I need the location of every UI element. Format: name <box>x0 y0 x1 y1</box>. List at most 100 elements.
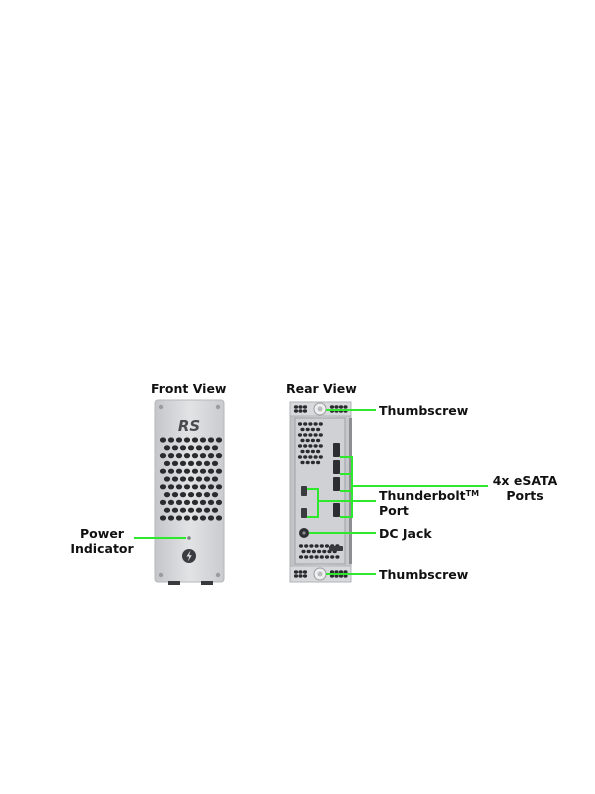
vent-hole <box>164 445 170 450</box>
vent-hole <box>164 492 170 497</box>
vent-hole <box>335 555 339 558</box>
vent-hole <box>319 422 323 425</box>
vent-hole <box>176 484 182 489</box>
vent-hole <box>314 433 318 436</box>
vent-hole <box>306 450 310 453</box>
vent-hole <box>196 445 202 450</box>
vent-hole <box>176 453 182 458</box>
vent-hole <box>216 453 222 458</box>
vent-hole <box>299 544 303 547</box>
vent-hole <box>192 437 198 442</box>
vent-hole <box>172 461 178 466</box>
vent-hole <box>160 484 166 489</box>
thumbscrew-top <box>314 403 326 415</box>
vent-hole <box>334 405 338 408</box>
vent-hole <box>188 445 194 450</box>
vent-hole <box>196 492 202 497</box>
vent-hole <box>306 428 310 431</box>
vent-hole <box>216 437 222 442</box>
vent-hole <box>308 444 312 447</box>
vent-hole <box>172 508 178 513</box>
vent-hole <box>192 484 198 489</box>
thunderbolt-port-1 <box>301 486 307 496</box>
vent-hole <box>308 422 312 425</box>
vent-hole <box>200 484 206 489</box>
vent-hole <box>160 515 166 520</box>
vent-hole <box>300 450 304 453</box>
thunderbolt-port-2 <box>301 508 307 518</box>
vent-hole <box>316 450 320 453</box>
esata-port-2 <box>333 460 340 474</box>
vent-hole <box>216 484 222 489</box>
vent-hole <box>298 444 302 447</box>
vent-hole <box>314 444 318 447</box>
vent-hole <box>188 461 194 466</box>
vent-hole <box>303 433 307 436</box>
vent-hole <box>300 439 304 442</box>
thumbscrew-bottom <box>314 568 326 580</box>
vent-hole <box>301 550 305 553</box>
vent-hole <box>160 469 166 474</box>
vent-hole <box>298 422 302 425</box>
vent-hole <box>200 437 206 442</box>
vent-hole <box>330 555 334 558</box>
vent-hole <box>204 445 210 450</box>
vent-hole <box>339 405 343 408</box>
vent-hole <box>308 433 312 436</box>
vent-hole <box>176 500 182 505</box>
vent-hole <box>192 515 198 520</box>
vent-hole <box>176 515 182 520</box>
vent-hole <box>212 445 218 450</box>
front-screw-br <box>216 573 220 577</box>
vent-hole <box>168 453 174 458</box>
vent-hole <box>204 461 210 466</box>
vent-hole <box>164 461 170 466</box>
vent-hole <box>303 570 307 573</box>
vent-hole <box>330 405 334 408</box>
vent-hole <box>316 439 320 442</box>
vent-hole <box>300 428 304 431</box>
vent-hole <box>216 515 222 520</box>
vent-hole <box>180 445 186 450</box>
vent-hole <box>304 544 308 547</box>
vent-hole <box>319 455 323 458</box>
vent-hole <box>322 550 326 553</box>
vent-hole <box>168 515 174 520</box>
vent-hole <box>208 515 214 520</box>
vent-hole <box>192 469 198 474</box>
front-foot-left <box>168 581 180 585</box>
vent-hole <box>314 422 318 425</box>
esata-port-3 <box>333 477 340 491</box>
vent-hole <box>208 469 214 474</box>
vent-hole <box>303 574 307 577</box>
vent-hole <box>168 484 174 489</box>
front-screw-bl <box>159 573 163 577</box>
vent-hole <box>320 544 324 547</box>
vent-hole <box>315 544 319 547</box>
vent-hole <box>294 409 298 412</box>
vent-hole <box>208 484 214 489</box>
vent-hole <box>192 453 198 458</box>
vent-hole <box>164 508 170 513</box>
front-view-enclosure: RS <box>155 400 224 585</box>
vent-hole <box>316 461 320 464</box>
vent-hole <box>168 469 174 474</box>
vent-hole <box>212 476 218 481</box>
vent-hole <box>204 492 210 497</box>
vent-hole <box>309 555 313 558</box>
vent-hole <box>212 508 218 513</box>
vent-hole <box>216 469 222 474</box>
front-foot-right <box>201 581 213 585</box>
vent-hole <box>164 476 170 481</box>
vent-hole <box>306 439 310 442</box>
vent-hole <box>303 455 307 458</box>
vent-hole <box>294 570 298 573</box>
vent-hole <box>311 428 315 431</box>
front-screw-tr <box>216 405 220 409</box>
vent-hole <box>300 461 304 464</box>
vent-hole <box>315 555 319 558</box>
vent-hole <box>168 500 174 505</box>
vent-hole <box>308 455 312 458</box>
vent-hole <box>319 444 323 447</box>
